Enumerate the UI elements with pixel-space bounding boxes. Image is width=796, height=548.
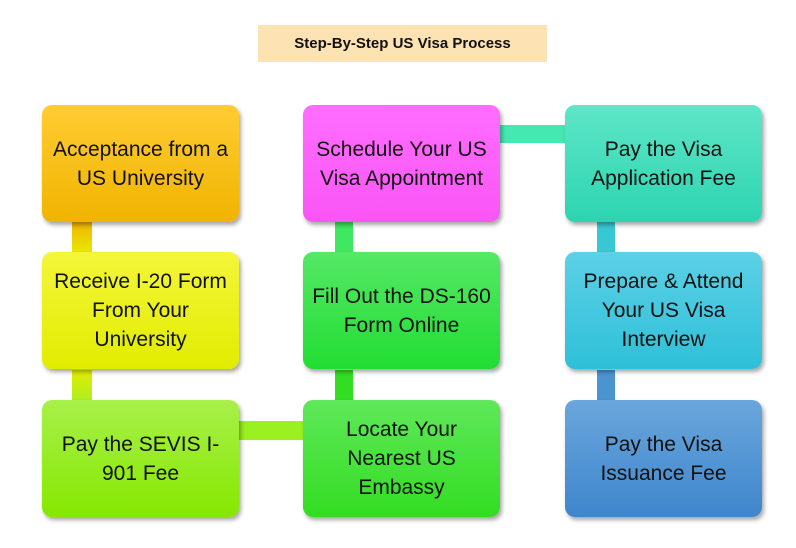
connector-8-9 <box>597 370 615 400</box>
connector-4-5 <box>335 370 353 400</box>
step-9-issuance-fee: Pay the Visa Issuance Fee <box>565 400 762 517</box>
step-1-acceptance: Acceptance from a US University <box>42 105 239 222</box>
connector-7-8 <box>597 222 615 252</box>
diagram-title: Step-By-Step US Visa Process <box>258 25 547 62</box>
step-4-locate-embassy: Locate Your Nearest US Embassy <box>303 400 500 517</box>
connector-2-3 <box>72 370 92 400</box>
connector-5-6 <box>335 222 353 252</box>
step-5-ds160: Fill Out the DS-160 Form Online <box>303 252 500 369</box>
step-7-application-fee: Pay the Visa Application Fee <box>565 105 762 222</box>
step-8-interview: Prepare & Attend Your US Visa Interview <box>565 252 762 369</box>
connector-3-4 <box>239 421 303 440</box>
connector-6-7 <box>499 125 565 143</box>
step-3-sevis-fee: Pay the SEVIS I-901 Fee <box>42 400 239 517</box>
step-6-schedule-appointment: Schedule Your US Visa Appointment <box>303 105 500 222</box>
step-2-receive-i20: Receive I-20 Form From Your University <box>42 252 239 369</box>
connector-1-2 <box>72 222 92 252</box>
